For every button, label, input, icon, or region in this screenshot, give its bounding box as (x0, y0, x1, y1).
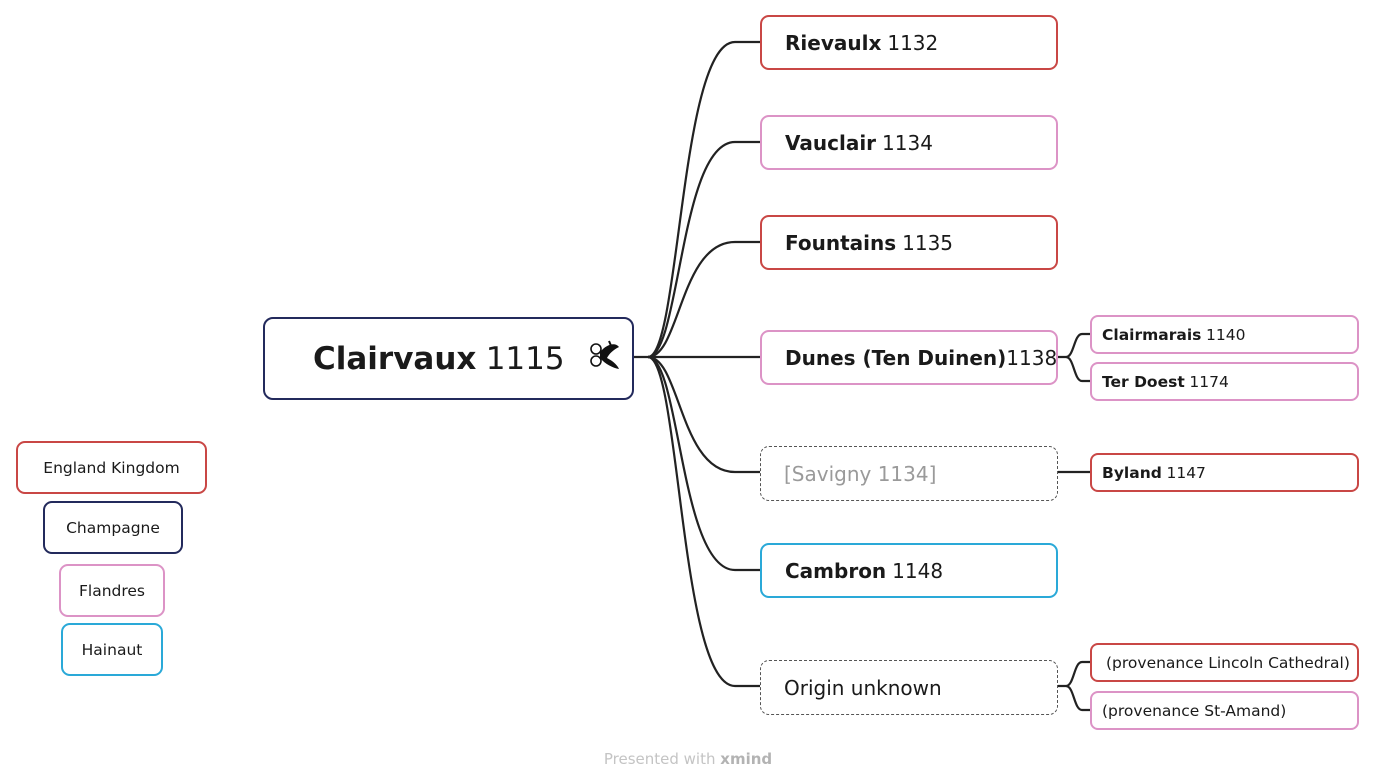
legend-flandres[interactable]: Flandres (59, 564, 165, 617)
xmind-brand: xmind (720, 750, 773, 768)
subtopic-provenance-st-amand[interactable]: (provenance St-Amand) (1090, 691, 1359, 730)
legend-champagne[interactable]: Champagne (43, 501, 183, 554)
topic-label: Origin unknown (784, 675, 942, 700)
topic-year: 1132 (887, 30, 939, 55)
connector-origin (647, 355, 760, 688)
topic-name: Vauclair (785, 130, 877, 155)
root-year: 1115 (485, 340, 565, 377)
topic-name: Dunes (Ten Duinen) (785, 345, 1007, 370)
legend-label: England Kingdom (43, 458, 180, 477)
connector-terdoest (1065, 355, 1090, 383)
connector-lincoln (1058, 660, 1090, 688)
topic-savigny[interactable]: [Savigny 1134] (760, 446, 1058, 501)
legend-label: Champagne (66, 518, 160, 537)
subtopic-year: 1140 (1206, 325, 1246, 344)
presented-with-footer: Presented with xmind (0, 750, 1376, 768)
connector-stamand (1065, 684, 1090, 712)
topic-year: 1134 (882, 130, 933, 155)
subtopic-name: Ter Doest (1102, 372, 1185, 391)
legend-england-kingdom[interactable]: England Kingdom (16, 441, 207, 494)
topic-name: Fountains (785, 230, 897, 255)
legend-label: Flandres (78, 581, 146, 600)
topic-origin-unknown[interactable]: Origin unknown (760, 660, 1058, 715)
subtopic-year: 1147 (1166, 463, 1206, 482)
topic-year: 1148 (892, 558, 944, 583)
connector-cambron (647, 355, 760, 572)
connector-fountains (647, 240, 760, 359)
topic-dunes[interactable]: Dunes (Ten Duinen)1138 (760, 330, 1058, 385)
topic-label: [Savigny 1134] (784, 461, 937, 486)
connector-savigny (647, 355, 760, 474)
subtopic-label: (provenance St-Amand) (1102, 701, 1287, 720)
subtopic-label: (provenance Lincoln Cathedral) (1106, 653, 1350, 672)
connector-vauclair (647, 140, 760, 359)
connector-rievaulx (647, 40, 760, 359)
subtopic-name: Clairmarais (1102, 325, 1202, 344)
connector-clairmarais (1058, 332, 1090, 359)
legend-label: Hainaut (81, 640, 143, 659)
topic-year: 1138 (1006, 345, 1058, 370)
legend-hainaut[interactable]: Hainaut (61, 623, 163, 676)
root-name: Clairvaux (313, 340, 477, 377)
topic-name: Cambron (785, 558, 887, 583)
footer-prefix: Presented with (603, 750, 716, 768)
topic-year: 1135 (902, 230, 954, 255)
pretzel-knot-icon (587, 338, 623, 380)
subtopic-name: Byland (1102, 463, 1162, 482)
topic-name: Rievaulx (785, 30, 882, 55)
subtopic-provenance-lincoln[interactable]: (provenance Lincoln Cathedral) (1090, 643, 1359, 682)
subtopic-year: 1174 (1189, 372, 1229, 391)
